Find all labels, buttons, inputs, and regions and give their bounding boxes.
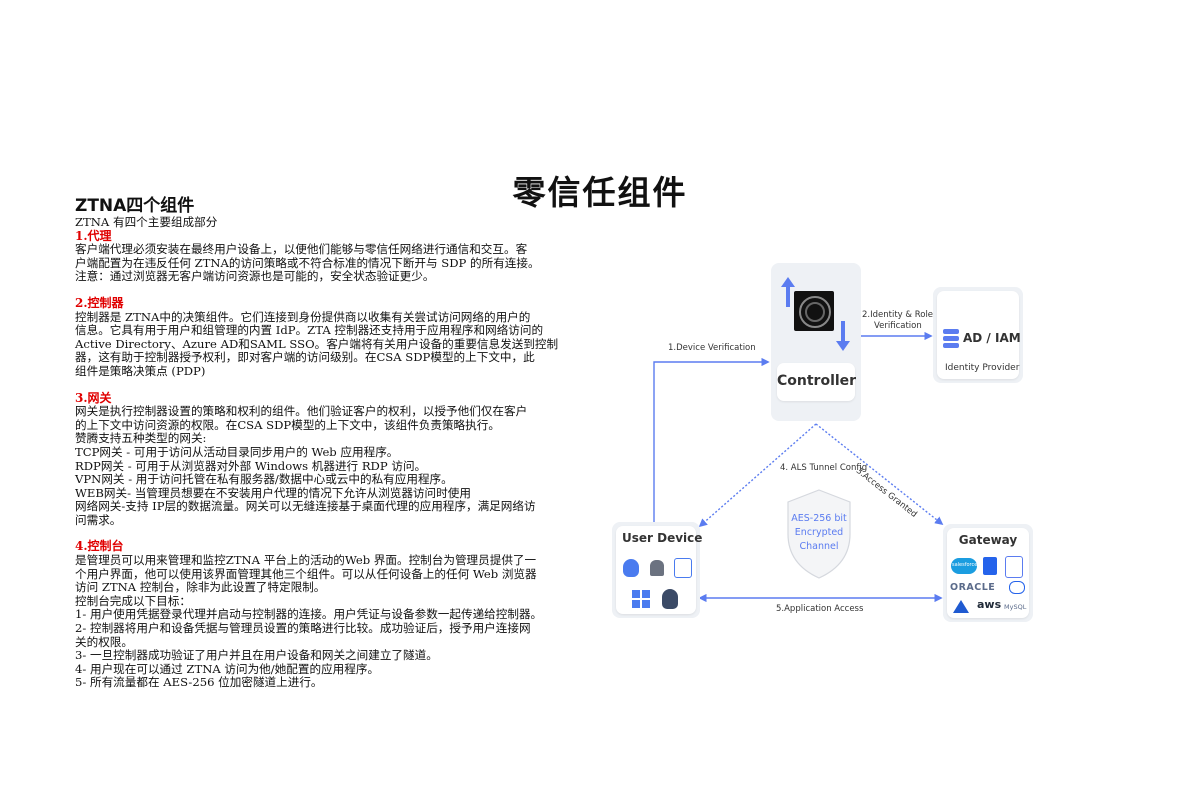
step-5-label: 5.Application Access	[776, 604, 864, 614]
tunnel-config-arrow	[698, 423, 817, 528]
cloud-icon	[1009, 581, 1025, 594]
controller-icon	[794, 291, 834, 331]
device-verification-arrow	[653, 357, 770, 522]
gateway-line: TCP网关 - 可用于访问从活动目录同步用户的 Web 应用程序。	[75, 444, 399, 459]
agent-body: 客户端代理必须安装在最终用户设备上，以便他们能够与零信任网络进行通信和交互。客 …	[75, 243, 587, 284]
ztna-architecture-diagram: Controller AD / IAM Identity Provider Us…	[608, 258, 1048, 638]
console-line: 访问 ZTNA 控制台，除非为此设置了特定限制。	[75, 580, 326, 595]
salesforce-label: salesforce	[952, 562, 978, 568]
salesforce-icon	[951, 558, 977, 574]
console-line: 个用户界面，他可以使用该界面管理其他三个组件。可以从任何设备上的任何 Web 浏…	[75, 566, 537, 581]
agent-line: 客户端代理必须安装在最终用户设备上，以便他们能够与零信任网络进行通信和交互。客	[75, 242, 528, 257]
user-device-node: User Device	[612, 522, 703, 618]
gateway-line: 赞腾支持五种类型的网关:	[75, 431, 207, 446]
gateway-node: Gateway salesforce ORACLE aws MySQL	[943, 524, 1033, 622]
shield-icon	[787, 489, 851, 579]
shield-line-3: Channel	[799, 541, 839, 552]
apple-icon	[623, 559, 639, 577]
gateway-line: 问需求。	[75, 512, 122, 527]
gateway-line: 网关是执行控制器设置的策略和权利的组件。他们验证客户的权利，以授予他们仅在客户	[75, 404, 528, 419]
user-device-label: User Device	[622, 531, 703, 545]
database-icon	[943, 329, 959, 349]
console-line: 关的权限。	[75, 634, 133, 649]
step-2-label-line2: Verification	[874, 321, 922, 331]
shield-line-1: AES-256 bit	[791, 513, 847, 524]
mysql-logo: MySQL	[1004, 603, 1027, 611]
gateway-line: WEB网关- 当管理员想要在不安装用户代理的情况下允许从浏览器访问时使用	[75, 485, 471, 500]
controller-line: 控制器是 ZTNA中的决策组件。它们连接到身份提供商以收集有关尝试访问网络的用户…	[75, 309, 531, 324]
idp-sublabel: Identity Provider	[945, 363, 1020, 373]
gateway-body: 网关是执行控制器设置的策略和权利的组件。他们验证客户的权利，以授予他们仅在客户 …	[75, 405, 587, 527]
console-body: 是管理员可以用来管理和监控ZTNA 平台上的活动的Web 界面。控制台为管理员提…	[75, 553, 587, 690]
sync-arrows-icon	[781, 277, 850, 351]
console-line: 4- 用户现在可以通过 ZTNA 访问为他/她配置的应用程序。	[75, 661, 380, 676]
console-line: 5- 所有流量都在 AES-256 位加密隧道上进行。	[75, 675, 323, 690]
console-line: 控制台完成以下目标：	[75, 593, 191, 608]
controller-line: 器，这有助于控制器授予权利，即对客户端的访问级别。在CSA SDP模型的上下文中…	[75, 350, 535, 365]
agent-line: 户端配置为在违反任何 ZTNA的访问策略或不符合标准的情况下断开与 SDP 的所…	[75, 255, 540, 270]
shield-line-2: Encrypted	[794, 527, 844, 538]
controller-line: 组件是策略决策点 (PDP)	[75, 363, 206, 378]
controller-line: Active Directory、Azure AD和SAML SSO。客户端将有…	[75, 336, 559, 351]
azure-icon	[953, 600, 969, 613]
linux-icon	[662, 589, 678, 609]
step-4-label: 4. ALS Tunnel Config	[780, 463, 868, 473]
ztna-components-text: ZTNA四个组件 ZTNA 有四个主要组成部分 1.代理 客户端代理必须安装在最…	[75, 196, 587, 690]
access-granted-arrow	[815, 423, 944, 526]
console-line: 是管理员可以用来管理和监控ZTNA 平台上的活动的Web 界面。控制台为管理员提…	[75, 553, 537, 568]
box-app-icon	[983, 557, 997, 575]
agent-line: 注意：通过浏览器无客户端访问资源也是可能的，安全状态验证更少。	[75, 269, 435, 284]
step-2-label-line1: 2.Identity & Role	[862, 310, 934, 320]
console-line: 3- 一旦控制器成功验证了用户并且在用户设备和网关之间建立了隧道。	[75, 648, 438, 663]
controller-node: Controller	[771, 263, 861, 421]
console-line: 1- 用户使用凭据登录代理并启动与控制器的连接。用户凭证与设备参数一起传递给控制…	[75, 607, 543, 622]
agent-title: 1.代理	[75, 228, 112, 243]
section-heading: ZTNA四个组件	[75, 196, 195, 216]
gateway-line: VPN网关 - 用于访问托管在私有服务器/数据中心或云中的私有应用程序。	[75, 472, 453, 487]
controller-line: 信息。它具有用于用户和组管理的内置 IdP。ZTA 控制器还支持用于应用程序和网…	[75, 323, 544, 338]
controller-label: Controller	[777, 373, 857, 389]
identity-provider-node: AD / IAM Identity Provider	[933, 287, 1023, 383]
gateway-title: 3.网关	[75, 390, 112, 405]
windows-icon	[632, 590, 650, 608]
finder-icon	[674, 558, 692, 578]
console-title: 4.控制台	[75, 539, 124, 554]
android-icon	[650, 560, 664, 576]
diagram-connectors	[653, 331, 944, 603]
idp-label: AD / IAM	[963, 331, 1021, 345]
controller-body: 控制器是 ZTNA中的决策组件。它们连接到身份提供商以收集有关尝试访问网络的用户…	[75, 309, 587, 379]
step-1-label: 1.Device Verification	[668, 343, 756, 353]
server-icon	[1005, 556, 1023, 578]
console-line: 2- 控制器将用户和设备凭据与管理员设置的策略进行比较。成功验证后，授予用户连接…	[75, 621, 531, 636]
controller-title: 2.控制器	[75, 295, 124, 310]
oracle-logo: ORACLE	[950, 582, 996, 593]
gateway-label: Gateway	[958, 533, 1018, 547]
aws-logo: aws	[977, 598, 1002, 611]
gateway-line: 网络网关-支持 IP层的数据流量。网关可以无缝连接基于桌面代理的应用程序，满足网…	[75, 499, 536, 514]
gateway-line: RDP网关 - 可用于从浏览器对外部 Windows 机器进行 RDP 访问。	[75, 458, 427, 473]
section-subheading: ZTNA 有四个主要组成部分	[75, 215, 218, 229]
page-title: 零信任组件	[512, 173, 688, 212]
gateway-line: 的上下文中访问资源的权限。在CSA SDP模型的上下文中，该组件负责策略执行。	[75, 417, 500, 432]
